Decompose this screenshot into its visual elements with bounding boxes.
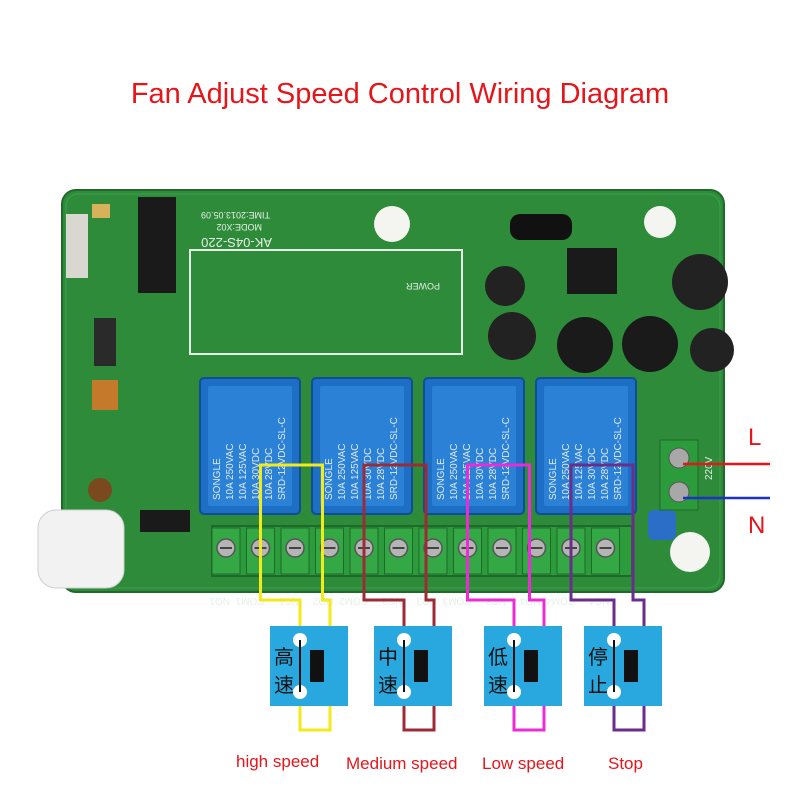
relay-text: SRD-12VDC-SL-C	[501, 417, 512, 500]
mount-hole	[374, 206, 410, 242]
antenna-cap	[37, 509, 125, 589]
mount-hole	[670, 532, 710, 572]
switch-label-2: Medium speed	[346, 754, 458, 773]
relay-text: SONGLE	[212, 458, 223, 500]
relay-text: SONGLE	[324, 458, 335, 500]
neutral-label: N	[748, 512, 766, 539]
diagram-title: Fan Adjust Speed Control Wiring Diagram	[130, 78, 670, 110]
switch-char: 中	[378, 645, 398, 669]
terminal-label: COM2	[339, 595, 368, 606]
terminal-label: COM1	[235, 595, 264, 606]
relay-text: 10A 250VAC	[449, 443, 460, 500]
relay-text: 10A 28VDC	[600, 448, 611, 500]
capacitor	[485, 266, 525, 306]
terminal-label: COM3	[442, 595, 471, 606]
switch-label-3: Low speed	[482, 754, 565, 773]
relay-text: 10A 30VDC	[363, 448, 374, 500]
capacitor	[622, 316, 678, 372]
volt-label: 220V	[704, 456, 715, 480]
model-label: AK-04S-220	[201, 235, 272, 250]
mode-label: MODE:X02	[216, 222, 262, 232]
ic-chip	[138, 197, 176, 293]
switch-1: 高速	[270, 626, 348, 706]
relay-text: 10A 125VAC	[350, 443, 361, 500]
switch-2: 中速	[374, 626, 452, 706]
relay-text: 10A 250VAC	[225, 443, 236, 500]
relay-text: SONGLE	[548, 458, 559, 500]
relay-text: SRD-12VDC-SL-C	[277, 417, 288, 500]
relay-text: 10A 125VAC	[238, 443, 249, 500]
relay-text: 10A 30VDC	[251, 448, 262, 500]
capacitor	[672, 254, 728, 310]
switch-3: 低速	[484, 626, 562, 706]
connector	[66, 214, 88, 278]
relay-text: 10A 250VAC	[337, 443, 348, 500]
relay-text: SONGLE	[436, 458, 447, 500]
relay-text: 10A 30VDC	[475, 448, 486, 500]
relay-text: 10A 28VDC	[376, 448, 387, 500]
inductor	[92, 380, 118, 410]
capacitor	[690, 328, 734, 372]
switch-4: 停止	[584, 626, 662, 706]
relay-text: SRD-12VDC-SL-C	[613, 417, 624, 500]
switch-label-4: Stop	[608, 754, 643, 773]
switch-char: 止	[588, 673, 608, 697]
capacitor	[557, 317, 613, 373]
switch-char: 高	[274, 645, 294, 669]
switch-char: 速	[488, 673, 508, 697]
power-label: POWER	[405, 281, 440, 291]
jumper	[140, 510, 190, 532]
relay-text: 10A 28VDC	[488, 448, 499, 500]
coil	[88, 478, 112, 502]
blue-cap	[648, 510, 676, 540]
switch-char: 停	[588, 645, 608, 669]
component	[94, 318, 116, 366]
terminal-label: COM4	[546, 595, 575, 606]
capacitor	[510, 214, 572, 240]
ic-chip	[567, 248, 617, 294]
switch-char: 速	[274, 673, 294, 697]
relay-text: 10A 125VAC	[574, 443, 585, 500]
switch-char: 速	[378, 673, 398, 697]
mount-hole	[644, 206, 676, 238]
switch-char: 低	[488, 645, 508, 669]
component	[92, 204, 110, 218]
switch-label-1: high speed	[236, 752, 320, 771]
relay-text: 10A 28VDC	[264, 448, 275, 500]
capacitor	[488, 312, 536, 360]
relay-text: 10A 30VDC	[587, 448, 598, 500]
live-label: L	[748, 424, 762, 451]
time-label: TIME:2013.05.09	[201, 210, 270, 220]
relay-text: 10A 250VAC	[561, 443, 572, 500]
relay-text: SRD-12VDC-SL-C	[389, 417, 400, 500]
terminal-label: NO1	[209, 595, 230, 606]
